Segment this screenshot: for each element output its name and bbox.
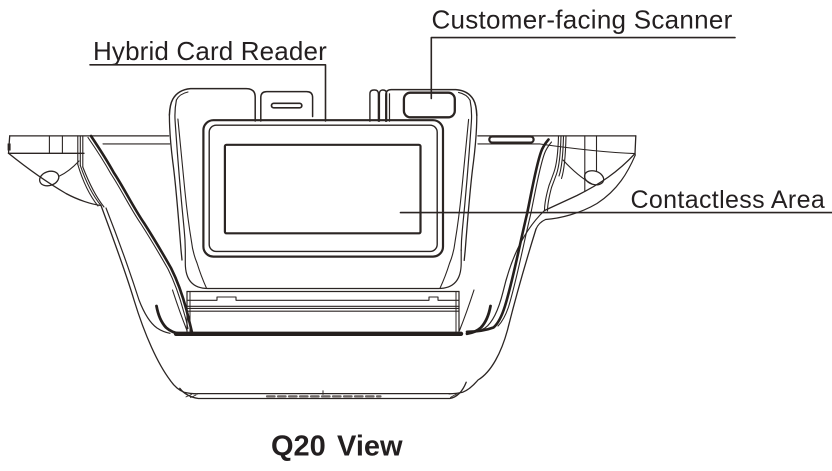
svg-text:Contactless Area: Contactless Area: [631, 186, 826, 214]
svg-text:Hybrid Card Reader: Hybrid Card Reader: [93, 36, 327, 66]
svg-text:Customer-facing Scanner: Customer-facing Scanner: [432, 5, 733, 35]
